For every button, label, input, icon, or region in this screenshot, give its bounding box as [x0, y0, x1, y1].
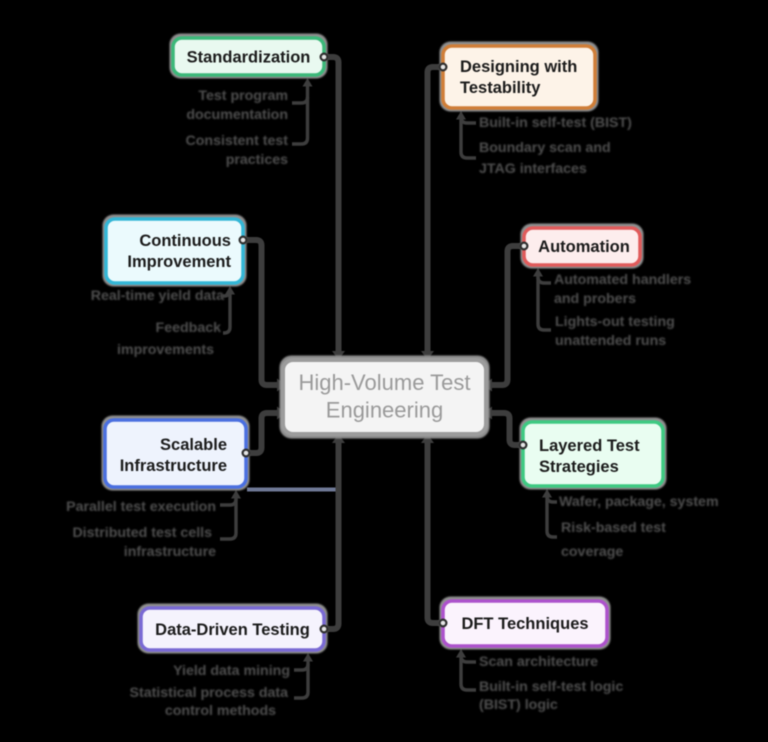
- svg-text:control methods: control methods: [165, 703, 276, 719]
- svg-text:Data-Driven Testing: Data-Driven Testing: [155, 621, 310, 639]
- svg-text:Strategies: Strategies: [539, 458, 619, 476]
- svg-text:Test program: Test program: [198, 88, 288, 104]
- svg-text:Automated handlers: Automated handlers: [554, 272, 691, 288]
- svg-text:Testability: Testability: [460, 79, 541, 97]
- svg-text:Parallel test execution: Parallel test execution: [66, 499, 216, 515]
- svg-text:Feedback: Feedback: [156, 320, 222, 336]
- svg-text:Statistical process data: Statistical process data: [130, 685, 289, 701]
- svg-text:Engineering: Engineering: [326, 398, 443, 423]
- svg-text:Standardization: Standardization: [187, 49, 311, 67]
- svg-text:Layered Test: Layered Test: [539, 437, 640, 455]
- svg-text:coverage: coverage: [561, 544, 623, 560]
- svg-text:(BIST) logic: (BIST) logic: [479, 697, 558, 713]
- svg-text:infrastructure: infrastructure: [124, 544, 216, 560]
- svg-text:improvements: improvements: [117, 342, 214, 358]
- svg-text:Built-in self-test logic: Built-in self-test logic: [479, 679, 623, 695]
- svg-text:Continuous: Continuous: [139, 232, 231, 250]
- svg-text:Improvement: Improvement: [127, 253, 231, 271]
- svg-text:Infrastructure: Infrastructure: [120, 457, 227, 475]
- svg-text:Built-in self-test (BIST): Built-in self-test (BIST): [479, 115, 632, 131]
- svg-text:High-Volume Test: High-Volume Test: [298, 370, 470, 395]
- svg-text:Scan architecture: Scan architecture: [479, 654, 598, 670]
- svg-text:practices: practices: [226, 152, 288, 168]
- svg-text:JTAG interfaces: JTAG interfaces: [479, 161, 587, 177]
- svg-text:documentation: documentation: [186, 107, 288, 123]
- svg-text:Boundary scan and: Boundary scan and: [479, 140, 611, 156]
- svg-text:Real-time yield data: Real-time yield data: [91, 288, 224, 304]
- svg-text:Consistent test: Consistent test: [186, 133, 289, 149]
- svg-text:Yield data mining: Yield data mining: [173, 663, 290, 679]
- svg-text:Distributed test cells: Distributed test cells: [72, 525, 212, 541]
- svg-text:and probers: and probers: [554, 291, 636, 307]
- svg-text:Wafer, package, system: Wafer, package, system: [559, 494, 719, 510]
- svg-text:Automation: Automation: [538, 238, 630, 256]
- svg-text:Lights-out testing: Lights-out testing: [555, 314, 675, 330]
- svg-text:Scalable: Scalable: [160, 436, 227, 454]
- svg-text:Designing with: Designing with: [460, 58, 577, 76]
- svg-text:DFT Techniques: DFT Techniques: [461, 615, 588, 633]
- svg-text:unattended runs: unattended runs: [555, 333, 666, 349]
- svg-text:Risk-based test: Risk-based test: [561, 520, 666, 536]
